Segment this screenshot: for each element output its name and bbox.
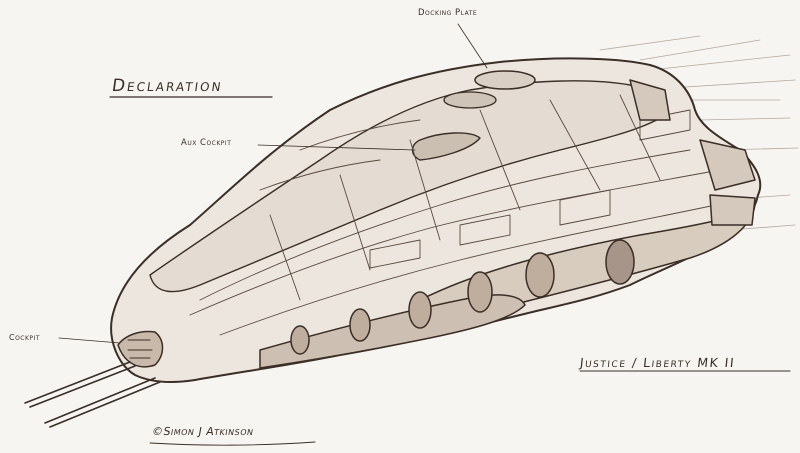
leader-lines <box>58 23 488 344</box>
forward-prongs <box>24 361 161 428</box>
label-docking-plate: Docking Plate <box>418 8 478 18</box>
hull-panels <box>189 94 741 336</box>
docking-plate <box>474 70 536 90</box>
label-cockpit: Cockpit <box>9 333 40 342</box>
design-subtitle: Justice / Liberty MK II <box>579 355 736 370</box>
artist-signature: ©Simon J Atkinson <box>150 425 255 438</box>
aux-cockpit <box>411 132 481 161</box>
rear-engines <box>629 79 756 226</box>
label-aux-cockpit: Aux Cockpit <box>181 138 232 148</box>
signature-underline <box>149 441 316 446</box>
design-title: Declaration <box>110 76 225 96</box>
engine-pods <box>259 204 756 369</box>
